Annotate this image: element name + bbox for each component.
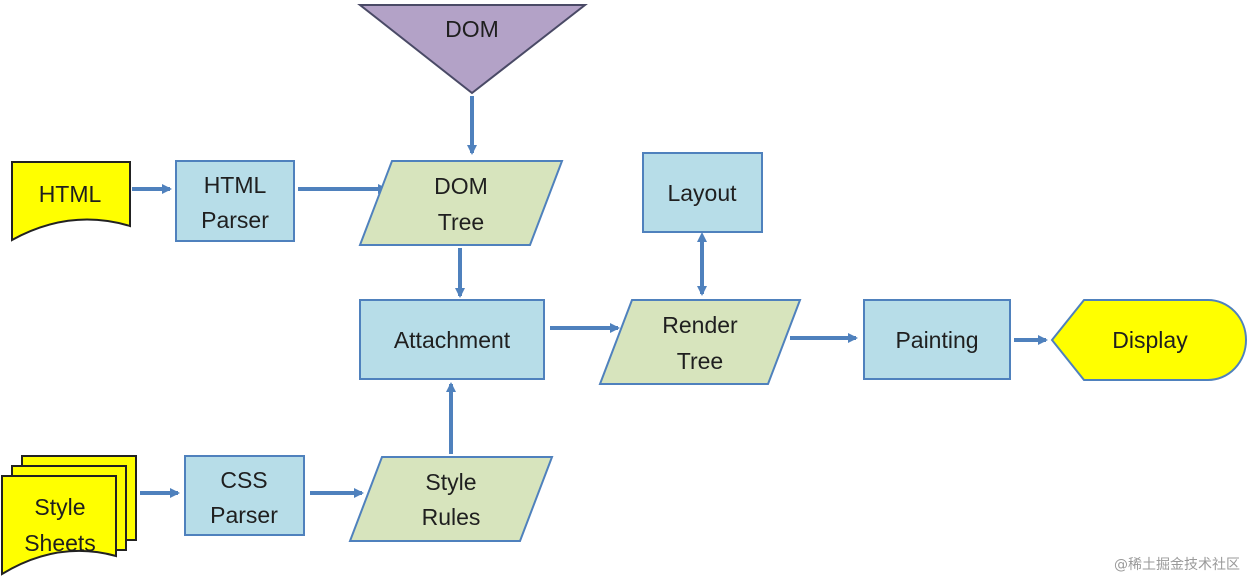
node-layout: Layout [642,152,763,233]
node-css-parser-line2: Parser [210,502,278,528]
node-dom-label: DOM [445,16,499,42]
node-dom-tree-line2: Tree [438,209,484,235]
node-dom-tree: DOM Tree [358,160,564,246]
node-painting-label: Painting [895,327,978,353]
node-dom-tree-line1: DOM [434,173,488,199]
node-render-tree: Render Tree [598,299,802,385]
node-style-sheets-line2: Sheets [24,530,96,556]
node-render-tree-line1: Render [662,312,738,338]
node-style-sheets-line1: Style [34,494,85,520]
node-html-parser-line2: Parser [201,207,269,233]
node-style-rules-line2: Rules [422,504,481,530]
node-display: Display [1050,299,1247,381]
node-html-parser-line1: HTML [204,172,267,198]
node-html-label: HTML [39,181,102,207]
node-html: HTML [11,161,131,242]
node-style-sheets: Style Sheets [1,455,137,576]
node-attachment: Attachment [359,299,545,380]
node-layout-label: Layout [667,180,737,206]
watermark: @稀土掘金技术社区 [1114,557,1240,573]
node-display-label: Display [1112,327,1188,353]
node-render-tree-line2: Tree [677,348,723,374]
node-style-rules: Style Rules [348,456,554,542]
node-painting: Painting [863,299,1011,380]
node-css-parser: CSS Parser [184,455,305,536]
node-dom: DOM [357,3,588,95]
node-attachment-label: Attachment [394,327,511,353]
node-css-parser-line1: CSS [220,467,267,493]
connectors [132,96,1048,498]
node-style-rules-line1: Style [425,469,476,495]
node-html-parser: HTML Parser [175,160,295,242]
